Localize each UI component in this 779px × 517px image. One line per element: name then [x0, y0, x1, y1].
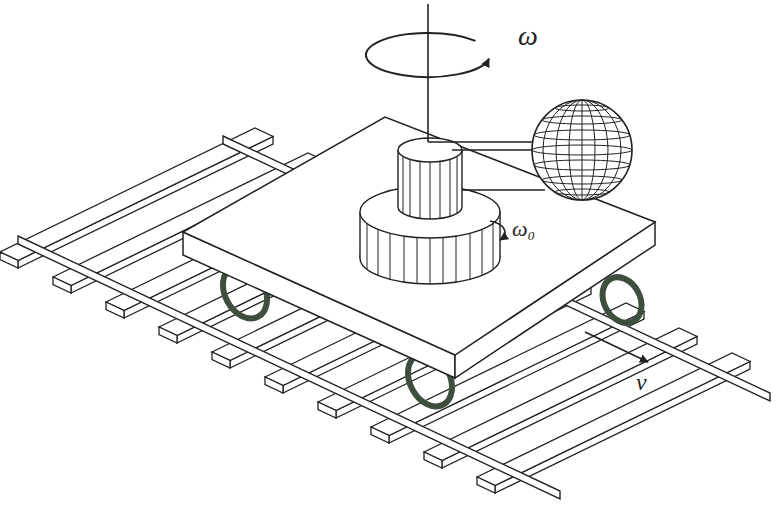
hatch-line: [430, 238, 431, 284]
symbol-label: ω₀: [512, 218, 535, 240]
parallel: [532, 145, 632, 155]
shaft: [427, 4, 429, 142]
rotation-arrow: [366, 33, 489, 77]
support-arm: [458, 189, 545, 190]
hatch-line: [420, 161, 421, 218]
symbol-label: v: [636, 370, 647, 394]
disk-edge: [499, 212, 500, 258]
hatch-line: [367, 223, 368, 269]
arm-line: [452, 149, 534, 150]
parallel: [555, 105, 609, 111]
meridian: [582, 100, 583, 200]
arm-line: [428, 141, 538, 142]
hatch-line: [410, 159, 411, 216]
disk-edge: [359, 212, 360, 258]
hatch-line: [440, 161, 441, 218]
arm-line: [458, 189, 545, 190]
hatch-line: [443, 238, 444, 284]
hatch-line: [390, 233, 391, 279]
arm: [428, 142, 538, 150]
parallel: [542, 116, 622, 124]
hatch-line: [417, 238, 418, 284]
rotation-axis: [427, 4, 429, 142]
hatch-line: [430, 162, 431, 219]
hatch-line: [404, 236, 405, 282]
rotation-arrow: [490, 221, 505, 240]
hatch-line: [403, 156, 404, 213]
parallel: [534, 160, 630, 170]
parallel: [542, 176, 622, 184]
velocity-arrow: [585, 332, 648, 362]
sphere: [532, 100, 632, 200]
hatch-line: [450, 159, 451, 216]
cylinder-hatching: [403, 156, 457, 219]
motion-arrows: [366, 33, 648, 362]
meridian: [569, 100, 595, 200]
meridian: [543, 100, 621, 200]
hatch-line: [378, 229, 379, 275]
meridian: [556, 100, 608, 200]
parallel: [555, 189, 609, 195]
sphere-outline: [532, 100, 632, 200]
hatch-line: [493, 223, 494, 269]
hatch-line: [482, 229, 483, 275]
hatch-line: [457, 156, 458, 213]
hatch-line: [470, 233, 471, 279]
parallel: [534, 130, 630, 140]
symbol-label: ω: [518, 22, 538, 50]
hatch-line: [456, 236, 457, 282]
